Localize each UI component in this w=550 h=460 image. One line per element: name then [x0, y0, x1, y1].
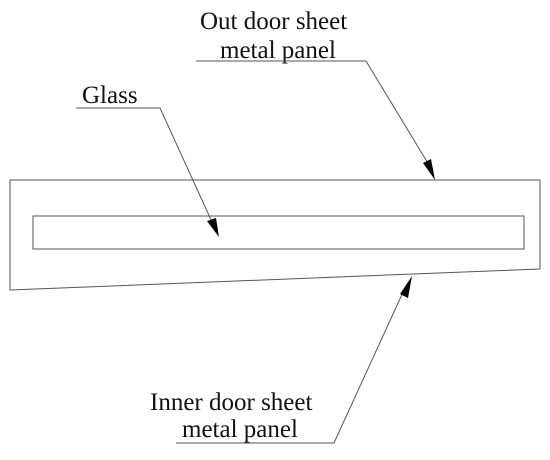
inner-panel-arrowhead — [400, 276, 412, 298]
inner-panel-label-line1: Inner door sheet — [150, 389, 312, 416]
outer-panel-arrowhead — [423, 159, 435, 180]
glass-arrowhead — [207, 218, 219, 237]
inner-panel-leader-line — [176, 289, 405, 444]
door-panel-outline — [9, 179, 541, 291]
outer-panel-label-line2: metal panel — [220, 37, 336, 64]
outer-panel-label-line1: Out door sheet — [200, 8, 347, 35]
inner-panel-label-line2: metal panel — [182, 416, 298, 443]
glass-label: Glass — [82, 82, 138, 109]
outer-panel-leader-line — [196, 60, 430, 166]
glass-leader-line — [76, 107, 213, 223]
glass-pane — [32, 215, 525, 250]
